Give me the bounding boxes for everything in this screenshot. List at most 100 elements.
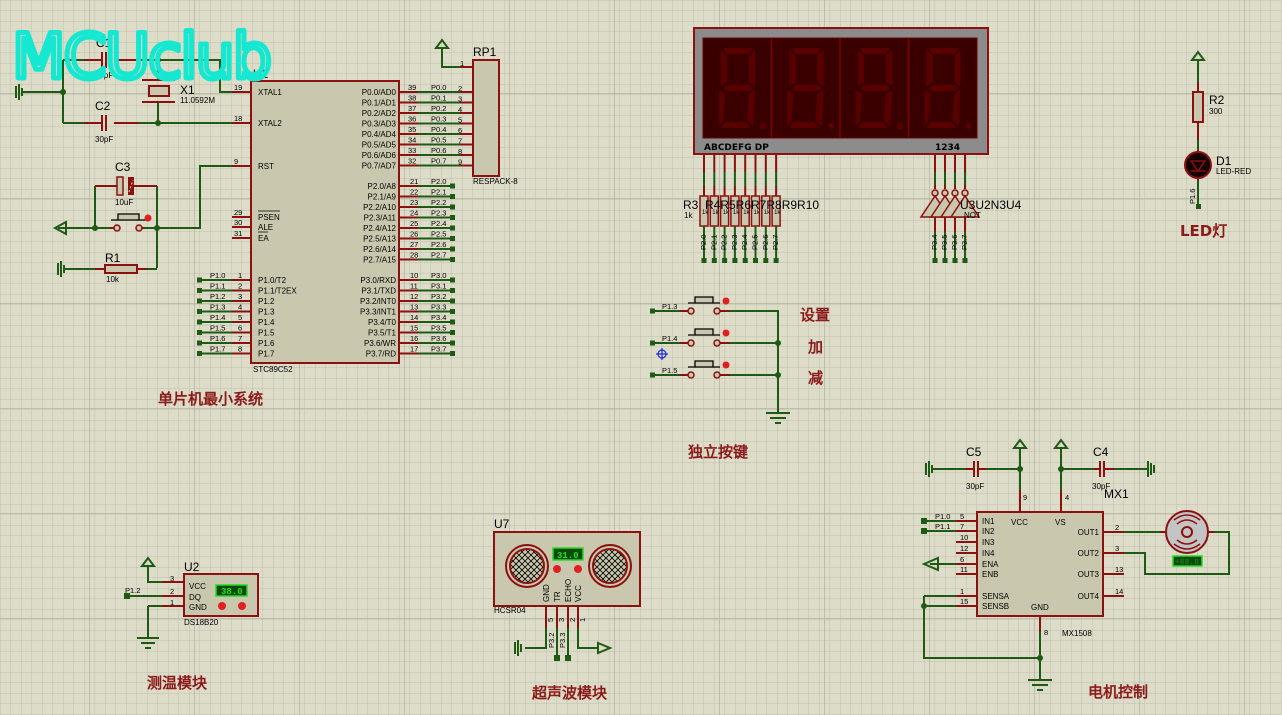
- motor-driver-circuit[interactable]: [921, 438, 1230, 691]
- push-button[interactable]: [688, 296, 720, 304]
- pin-name: P0.5/AD5: [362, 141, 397, 150]
- pin-name: OUT3: [1078, 570, 1100, 579]
- segment: [954, 49, 961, 87]
- net-label: P0.4: [431, 125, 446, 134]
- segment: [928, 47, 959, 55]
- pin-number: 2: [1115, 523, 1119, 532]
- pin-name: XTAL2: [258, 119, 282, 128]
- ultrasonic-circuit[interactable]: [493, 531, 641, 661]
- button-toggle[interactable]: [722, 329, 730, 337]
- section-label-motor: 电机控制: [1088, 683, 1148, 701]
- d1-led[interactable]: [1184, 151, 1212, 179]
- c3-ref: C3: [115, 160, 131, 174]
- display-segment-label: ABCDEFG DP: [704, 143, 769, 153]
- pin-number: 3: [1115, 544, 1119, 553]
- u1-ref: U1: [253, 67, 269, 81]
- net-terminal: [932, 258, 938, 263]
- pin-name: P0.6/AD6: [362, 151, 397, 160]
- led-circuit[interactable]: [1184, 50, 1212, 209]
- pin-name: P1.1/T2EX: [258, 287, 297, 296]
- segment: [885, 49, 893, 87]
- pin-number: 17: [410, 345, 418, 354]
- resistor-value: 1k: [712, 210, 719, 216]
- u2-pin-vcc: VCC: [189, 582, 206, 591]
- pin-name: IN2: [982, 527, 995, 536]
- mx1508-driver[interactable]: [976, 511, 1104, 617]
- independent-keys[interactable]: P1.3P1.4P1.5: [650, 296, 781, 379]
- segment: [928, 84, 959, 92]
- reset-button-toggle[interactable]: [144, 214, 152, 222]
- rp-pin-number: 4: [458, 105, 462, 114]
- oscillator-circuit[interactable]: [15, 52, 250, 167]
- pin-number: 6: [238, 324, 242, 333]
- pin-name: SENSB: [982, 602, 1009, 611]
- x1-value: 11.0592M: [180, 96, 215, 105]
- rp-pin-number: 7: [458, 137, 462, 146]
- pin-number: 5: [960, 512, 964, 521]
- pin-name: IN1: [982, 517, 995, 526]
- temp-up-button[interactable]: [238, 602, 246, 610]
- u7-part: HCSR04: [494, 606, 526, 615]
- u2-pin-dq: DQ: [189, 593, 201, 602]
- contact: [713, 307, 721, 315]
- net-label: P1.4: [662, 334, 677, 343]
- resistor-value: 1k: [733, 210, 740, 216]
- inverters-ref: U3U2N3U4: [960, 198, 1022, 212]
- net-terminal: [450, 257, 455, 262]
- distance-down-button[interactable]: [553, 565, 561, 573]
- reset-circuit[interactable]: [52, 165, 232, 277]
- segment-resistors[interactable]: 1kP2.01kP2.11kP2.21kP2.31kP2.41kP2.51kP2…: [699, 154, 781, 263]
- net-label: P0.1: [431, 94, 446, 103]
- net-terminal: [450, 309, 455, 314]
- pin-name: P3.2/INT0: [360, 297, 397, 306]
- net-label: P1.0: [210, 271, 225, 280]
- button-toggle[interactable]: [722, 297, 730, 305]
- pin-name: ENB: [982, 570, 998, 579]
- key-label-plus: 加: [807, 338, 823, 356]
- net-label: P1.6: [210, 334, 225, 343]
- net-terminal: [722, 258, 728, 263]
- crystal-x1[interactable]: [148, 85, 170, 97]
- r1-resistor[interactable]: [104, 264, 138, 274]
- pin-name: P3.3/INT1: [360, 308, 397, 317]
- c3-capacitor[interactable]: [116, 176, 124, 196]
- c1-value: 30pF: [95, 71, 113, 80]
- push-button[interactable]: [688, 360, 720, 368]
- pin-name: IN3: [982, 538, 995, 547]
- pin-name: P3.6/WR: [364, 339, 396, 348]
- net-label: P2.2: [720, 235, 729, 250]
- segment: [883, 89, 893, 127]
- pin-number: 4: [238, 303, 242, 312]
- push-button[interactable]: [688, 328, 720, 336]
- pin-number: 29: [234, 208, 242, 217]
- segment: [791, 47, 822, 55]
- net-terminal: [742, 258, 748, 263]
- pin-number: 7: [238, 334, 242, 343]
- pin-number: 30: [234, 218, 242, 227]
- pin-number: 32: [408, 157, 416, 166]
- r2-resistor[interactable]: [1192, 91, 1204, 123]
- net-terminal: [773, 258, 779, 263]
- rp1-pin1: 1: [460, 59, 464, 68]
- contact: [687, 307, 695, 315]
- reset-button[interactable]: [111, 213, 146, 221]
- rp1-respack[interactable]: [472, 59, 500, 177]
- decimal-point: [828, 123, 835, 129]
- temp-down-button[interactable]: [218, 602, 226, 610]
- net-label: P3.7: [960, 235, 969, 250]
- seven-segment-display[interactable]: [693, 27, 989, 155]
- net-terminal: [450, 340, 455, 346]
- button-toggle[interactable]: [722, 361, 730, 369]
- net-terminal: [450, 351, 455, 356]
- net-terminal: [197, 288, 202, 293]
- temp-sensor-circuit[interactable]: [124, 556, 259, 649]
- pin-name: RST: [258, 162, 274, 171]
- mcu-u1[interactable]: [250, 80, 400, 364]
- distance-up-button[interactable]: [574, 565, 582, 573]
- pin-number: 22: [410, 188, 418, 197]
- net-label: P0.0: [431, 83, 446, 92]
